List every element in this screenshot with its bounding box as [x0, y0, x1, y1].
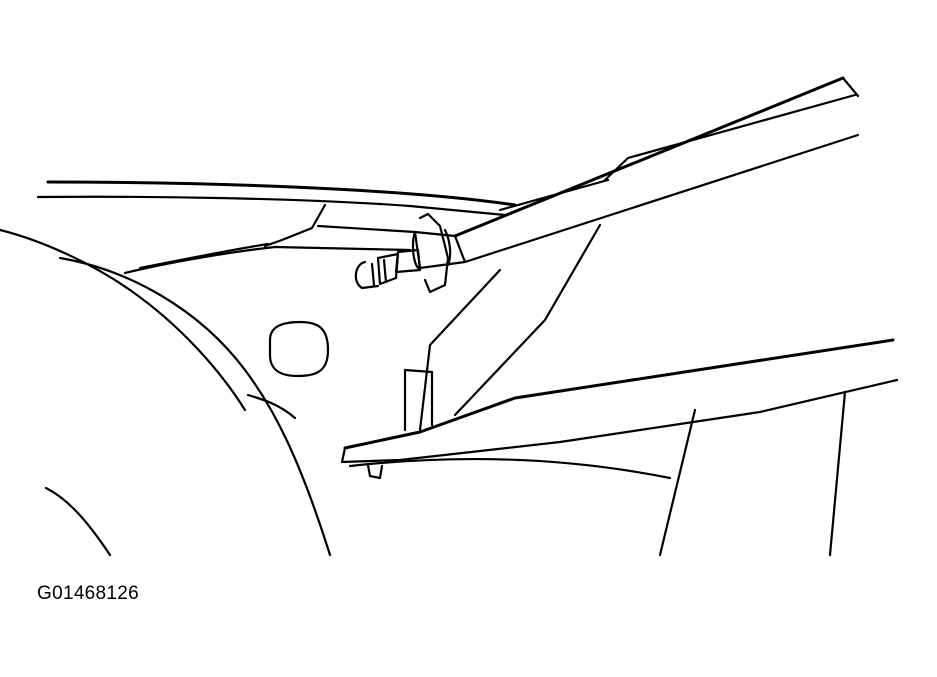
cowl-edge — [36, 180, 517, 248]
inner-panel — [58, 242, 412, 557]
wiper-linkage-rod — [453, 76, 860, 264]
cowl-lip — [340, 338, 899, 557]
support-bracket — [403, 223, 602, 432]
wheel-arch — [0, 228, 297, 557]
access-hole — [268, 320, 330, 378]
linkage-connector — [354, 212, 467, 294]
figure-id-label: G01468126 — [37, 583, 140, 604]
